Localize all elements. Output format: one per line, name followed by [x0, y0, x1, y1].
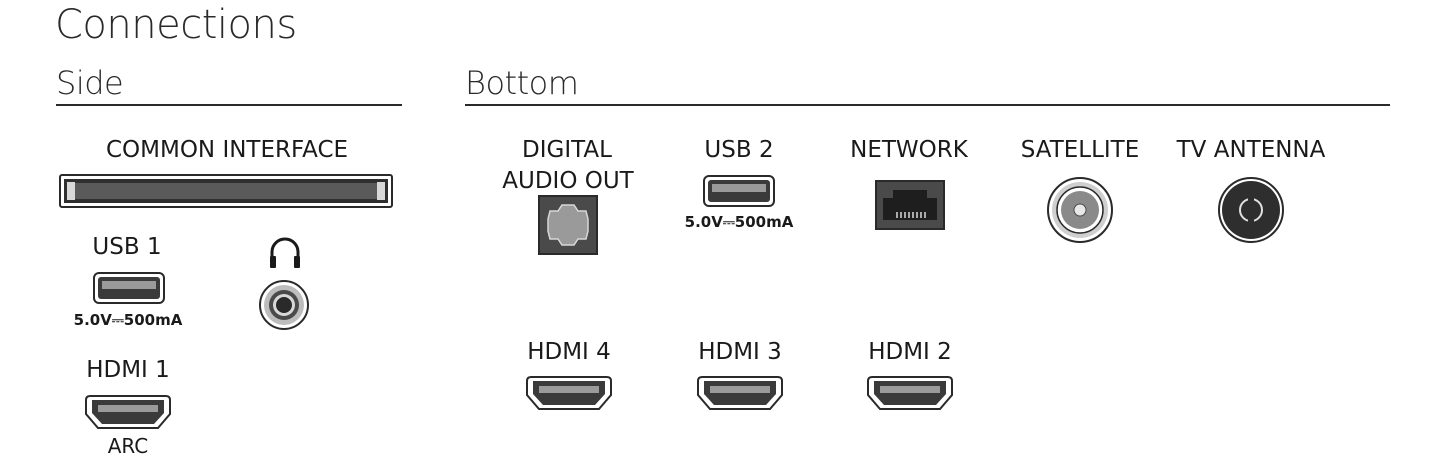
hdmi1-label: HDMI 1 — [86, 357, 170, 383]
usb2-label: USB 2 — [704, 137, 774, 163]
ethernet-port-icon — [875, 180, 945, 230]
hdmi-port-icon — [85, 395, 171, 429]
coax-port-icon — [1047, 177, 1113, 243]
usb-port-icon — [93, 272, 165, 304]
page-title: Connections — [55, 2, 297, 48]
usb2-spec: 5.0V⎓500mA — [684, 213, 794, 231]
digital-audio-label-line2: AUDIO OUT — [502, 168, 634, 194]
bottom-divider — [465, 104, 1390, 106]
hdmi2-label: HDMI 2 — [868, 339, 952, 365]
headphone-jack-icon — [259, 280, 309, 330]
hdmi4-label: HDMI 4 — [527, 339, 611, 365]
usb1-label: USB 1 — [92, 234, 162, 260]
coax-port-icon — [1218, 177, 1284, 243]
tv-antenna-label: TV ANTENNA — [1176, 137, 1326, 163]
hdmi-port-icon — [697, 376, 783, 410]
headphones-icon — [270, 237, 300, 268]
digital-audio-label-line1: DIGITAL — [522, 137, 612, 163]
common-interface-slot-icon — [59, 174, 393, 208]
hdmi-port-icon — [867, 376, 953, 410]
network-label: NETWORK — [850, 137, 968, 163]
section-side-heading: Side — [56, 64, 124, 102]
section-bottom-heading: Bottom — [465, 64, 579, 102]
optical-port-icon — [538, 195, 598, 255]
hdmi1-arc-label: ARC — [107, 434, 149, 458]
hdmi3-label: HDMI 3 — [698, 339, 782, 365]
usb-port-icon — [703, 175, 775, 207]
hdmi-port-icon — [526, 376, 612, 410]
usb1-spec: 5.0V⎓500mA — [73, 311, 183, 329]
side-divider — [56, 104, 402, 106]
common-interface-label: COMMON INTERFACE — [105, 137, 349, 163]
satellite-label: SATELLITE — [1020, 137, 1140, 163]
